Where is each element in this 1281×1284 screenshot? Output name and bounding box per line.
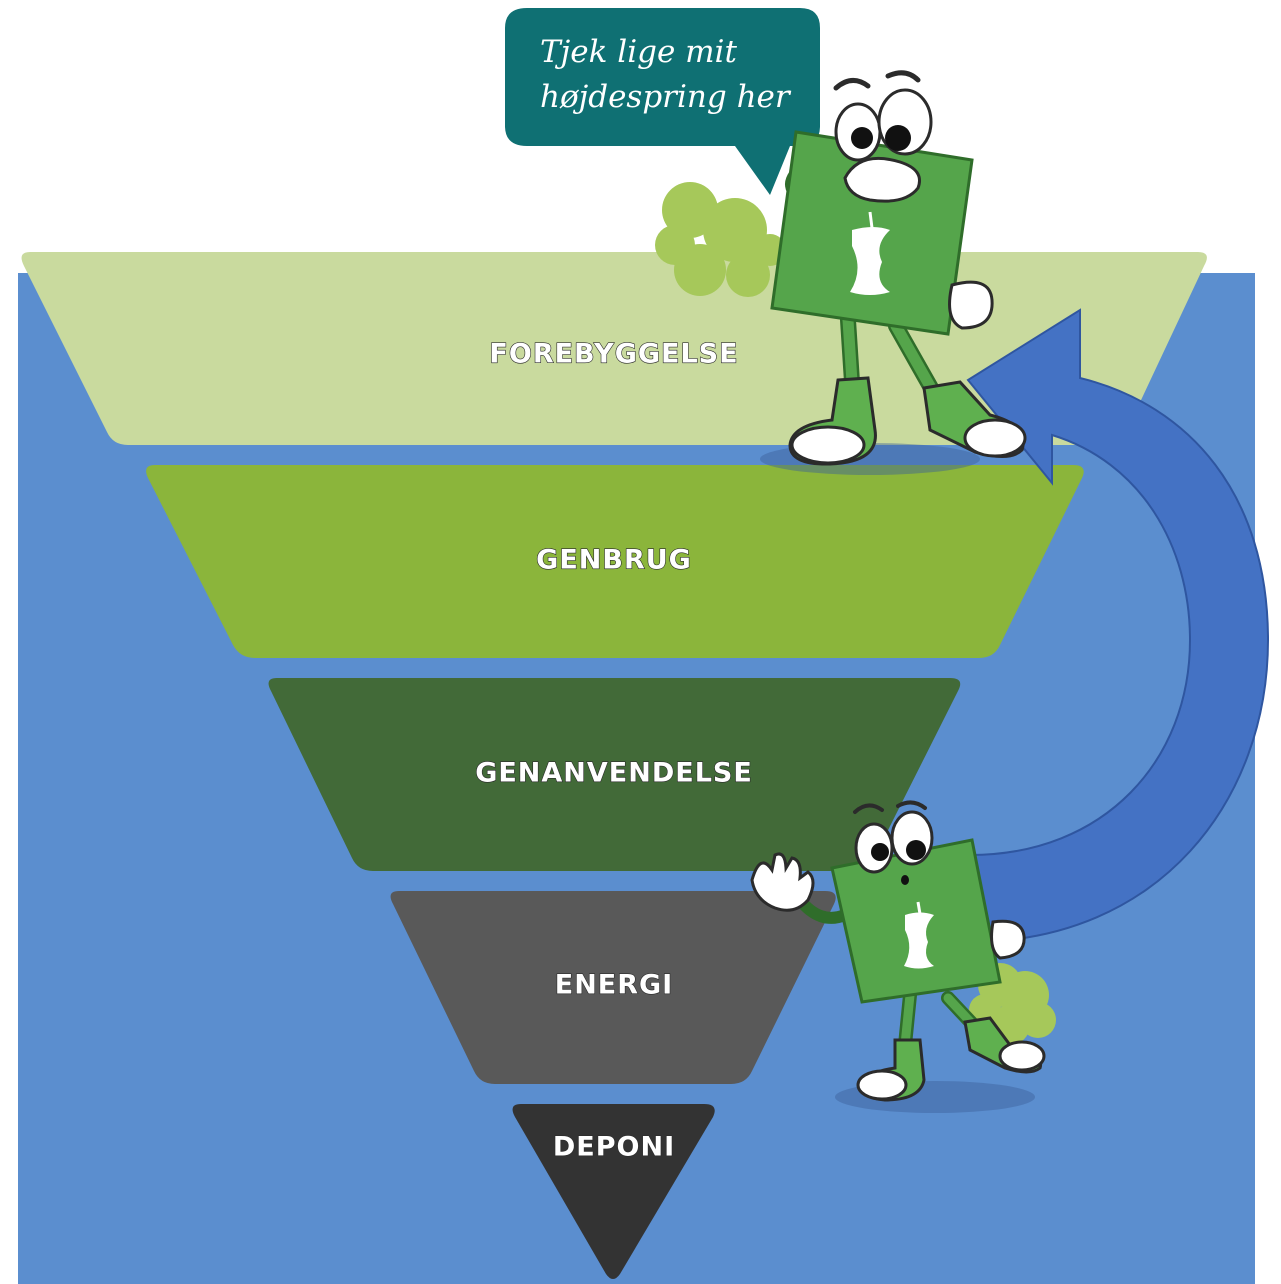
tier-label-genbrug: GENBRUG (536, 545, 692, 576)
mascot-top (655, 70, 1027, 475)
tier-genanvendelse (268, 678, 961, 871)
tier-energi (390, 891, 836, 1084)
tier-label-forebyggelse: FOREBYGGELSE (489, 339, 738, 370)
tier-deponi (512, 1104, 715, 1279)
speech-bubble-line1: Tjek lige mit (540, 34, 737, 70)
apple-core-icon (904, 912, 934, 969)
mascot-bottom (750, 800, 1056, 1113)
speech-bubble: Tjek lige mit højdespring her (505, 8, 820, 195)
smoke-cloud-icon (655, 182, 786, 297)
waving-hand-icon (750, 852, 815, 912)
curved-arrow-icon (966, 308, 1270, 944)
tier-label-deponi: DEPONI (553, 1132, 675, 1163)
apple-core-icon (850, 227, 890, 295)
tier-genbrug (146, 465, 1084, 658)
speech-bubble-line2: højdespring her (540, 79, 792, 115)
tier-label-genanvendelse: GENANVENDELSE (475, 758, 753, 789)
tier-label-energi: ENERGI (555, 970, 673, 1001)
